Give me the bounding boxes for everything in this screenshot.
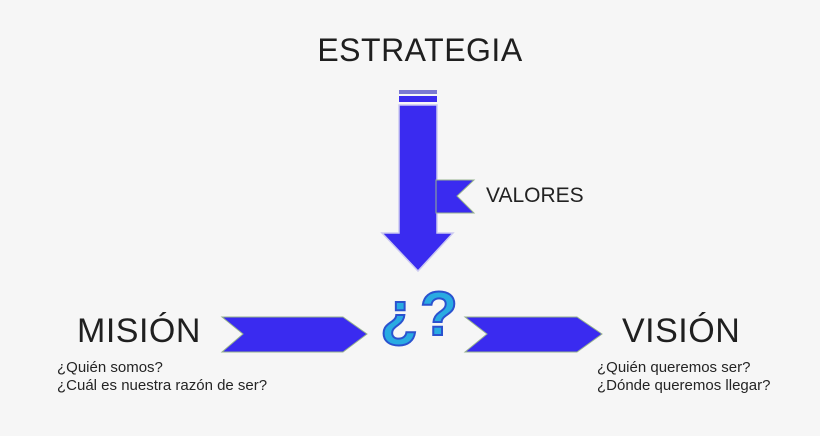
central-question-mark: ¿? [379,280,460,349]
chevron-right-left-icon [220,316,368,353]
vision-heading: VISIÓN [622,312,741,350]
valores-label: VALORES [486,184,584,207]
down-arrow-stripe-light-icon [399,90,437,94]
valores-banner-icon [435,179,476,214]
mision-questions: ¿Quién somos? ¿Cuál es nuestra razón de … [57,359,267,395]
mision-question-2: ¿Cuál es nuestra razón de ser? [57,377,268,394]
vision-questions: ¿Quién queremos ser? ¿Dónde queremos lle… [597,359,770,395]
mision-heading: MISIÓN [77,312,201,350]
vision-question-2: ¿Dónde queremos llegar? [597,377,771,394]
chevron-right-right-icon [463,316,603,353]
mision-question-1: ¿Quién somos? [57,359,163,376]
down-arrow-icon [380,104,455,273]
vision-question-1: ¿Quién queremos ser? [597,359,751,376]
down-arrow-stripe-dark-icon [399,96,437,102]
diagram-title: ESTRATEGIA [317,32,523,68]
